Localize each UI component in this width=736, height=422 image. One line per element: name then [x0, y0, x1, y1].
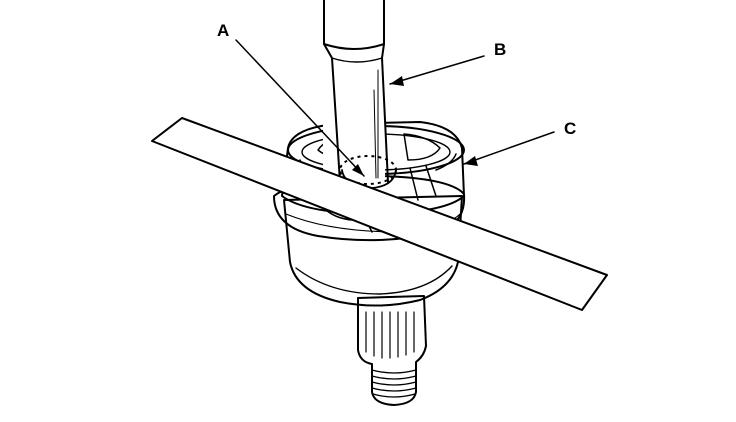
straight-edge-bar [151, 117, 608, 311]
leader-line-b [389, 55, 485, 86]
callout-label-a: A [217, 21, 229, 40]
callout-label-b: B [494, 40, 506, 59]
leader-line-a [235, 39, 365, 177]
axle-shaft [323, 0, 389, 183]
splined-stub-shaft [357, 295, 427, 406]
leader-line-c [463, 131, 555, 166]
callout-label-c: C [564, 119, 576, 138]
